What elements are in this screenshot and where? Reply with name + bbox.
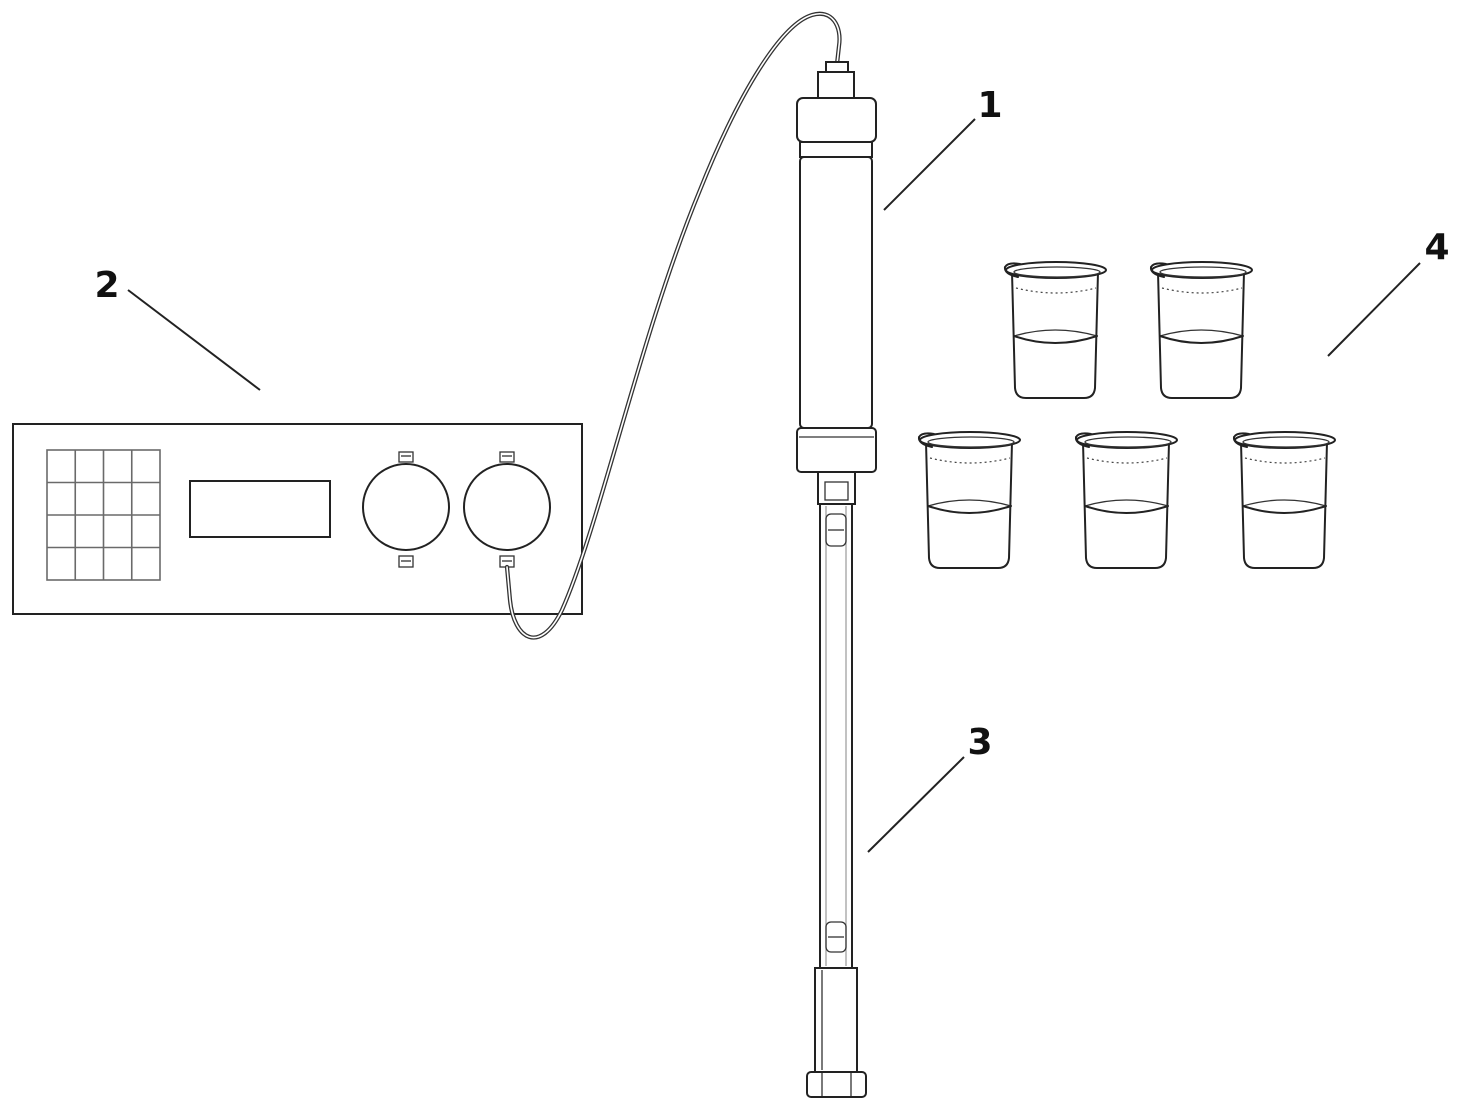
knob-right — [463, 451, 551, 568]
column-body — [799, 156, 873, 429]
beaker — [1074, 431, 1178, 569]
knob-left — [362, 451, 450, 568]
beaker — [1149, 261, 1253, 399]
callout-2: 2 — [94, 265, 261, 391]
tube-nut — [806, 1071, 867, 1098]
leader-line — [127, 289, 261, 391]
callout-label: 3 — [967, 722, 992, 763]
connecting-tubing — [504, 11, 842, 640]
display-screen — [189, 480, 331, 538]
column — [796, 61, 877, 505]
leader-line — [883, 118, 976, 211]
beaker-group — [917, 261, 1336, 569]
column-bottom-cap — [796, 427, 877, 473]
beaker — [1003, 261, 1107, 399]
outlet-tube — [806, 503, 867, 1098]
tube-bottom-fitting — [814, 967, 858, 1073]
leader-line — [1327, 262, 1421, 357]
tube-window-upper — [825, 513, 847, 547]
leader-line — [867, 756, 965, 853]
callout-label: 2 — [94, 265, 119, 306]
beaker — [917, 431, 1021, 569]
tube-window-lower — [825, 921, 847, 953]
column-top-cap — [796, 97, 877, 143]
callout-4: 4 — [1327, 227, 1450, 357]
beaker — [1232, 431, 1336, 569]
callout-3: 3 — [867, 722, 993, 853]
callout-1: 1 — [883, 85, 1003, 211]
callout-label: 4 — [1424, 227, 1449, 268]
keypad-grid — [46, 449, 161, 581]
controller-unit — [12, 423, 583, 615]
callout-label: 1 — [977, 85, 1002, 126]
